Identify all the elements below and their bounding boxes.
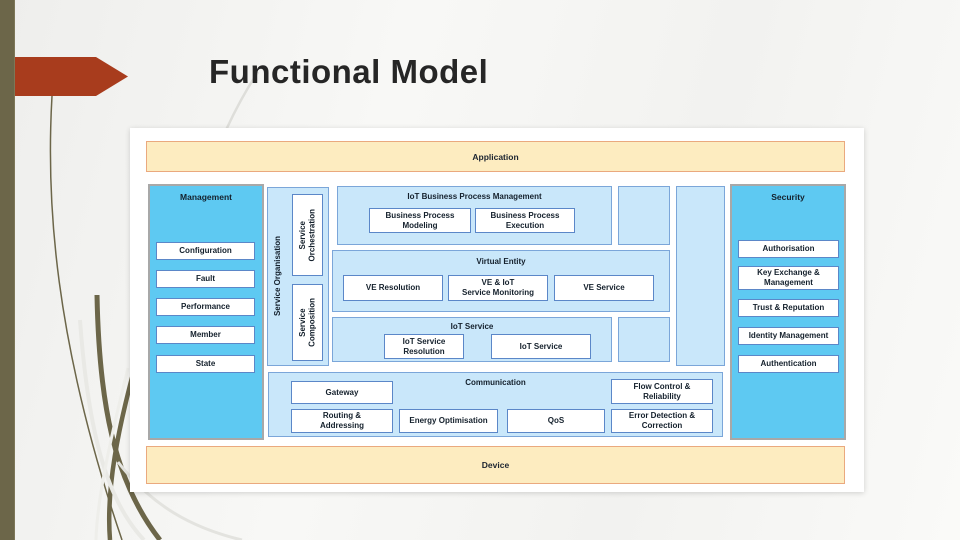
virtual-entity-item: VE Service (554, 275, 654, 301)
iot-service-header: IoT Service (450, 322, 494, 331)
virtual-entity-panel: Virtual Entity VE Resolution VE & IoT Se… (332, 250, 670, 312)
service-composition-box: Service Composition (292, 284, 323, 361)
management-item: Fault (156, 270, 255, 288)
management-item: Member (156, 326, 255, 344)
virtual-entity-header: Virtual Entity (476, 257, 526, 266)
communication-header: Communication (465, 378, 526, 387)
security-item: Key Exchange & Management (738, 266, 839, 290)
security-column: Security Authorisation Key Exchange & Ma… (730, 184, 846, 440)
device-label: Device (481, 460, 510, 470)
iot-service-item: IoT Service (491, 334, 591, 359)
service-organisation-label: Service Organisation (273, 236, 282, 317)
communication-item: Flow Control & Reliability (611, 379, 713, 404)
swoosh-line (94, 367, 130, 540)
security-item: Identity Management (738, 327, 839, 345)
theme-side-bar (0, 0, 15, 540)
security-item: Authorisation (738, 240, 839, 258)
management-item: State (156, 355, 255, 373)
service-orchestration-box: Service Orchestration (292, 194, 323, 276)
service-organisation-column: Service Organisation Service Orchestrati… (267, 187, 329, 366)
iot-service-item: IoT Service Resolution (384, 334, 464, 359)
application-label: Application (472, 151, 519, 162)
communication-item: Error Detection & Correction (611, 409, 713, 433)
management-header: Management (180, 192, 232, 202)
iot-service-panel: IoT Service IoT Service Resolution IoT S… (332, 317, 612, 362)
communication-panel: Communication Gateway Flow Control & Rel… (268, 372, 723, 437)
red-arrow-shape (0, 57, 128, 96)
virtual-entity-item: VE Resolution (343, 275, 443, 301)
security-header: Security (771, 192, 805, 202)
bpm-panel: IoT Business Process Management Business… (337, 186, 612, 245)
bpm-header: IoT Business Process Management (407, 192, 542, 201)
filler-strip (618, 186, 670, 245)
filler-strip (676, 186, 725, 366)
diagram-card: Application Management Configuration Fau… (130, 128, 864, 492)
management-item: Performance (156, 298, 255, 316)
swoosh-line (49, 95, 123, 540)
communication-item: Routing & Addressing (291, 409, 393, 433)
management-item: Configuration (156, 242, 255, 260)
security-item: Trust & Reputation (738, 299, 839, 317)
communication-item: QoS (507, 409, 605, 433)
device-band: Device (146, 446, 845, 484)
virtual-entity-item: VE & IoT Service Monitoring (448, 275, 548, 301)
bpm-item: Business Process Execution (475, 208, 575, 233)
filler-strip (618, 317, 670, 362)
bpm-item: Business Process Modeling (369, 208, 471, 233)
communication-item: Gateway (291, 381, 393, 404)
application-band: Application (146, 141, 845, 172)
management-column: Management Configuration Fault Performan… (148, 184, 264, 440)
communication-item: Energy Optimisation (399, 409, 498, 433)
page-title: Functional Model (209, 53, 489, 90)
security-item: Authentication (738, 355, 839, 373)
